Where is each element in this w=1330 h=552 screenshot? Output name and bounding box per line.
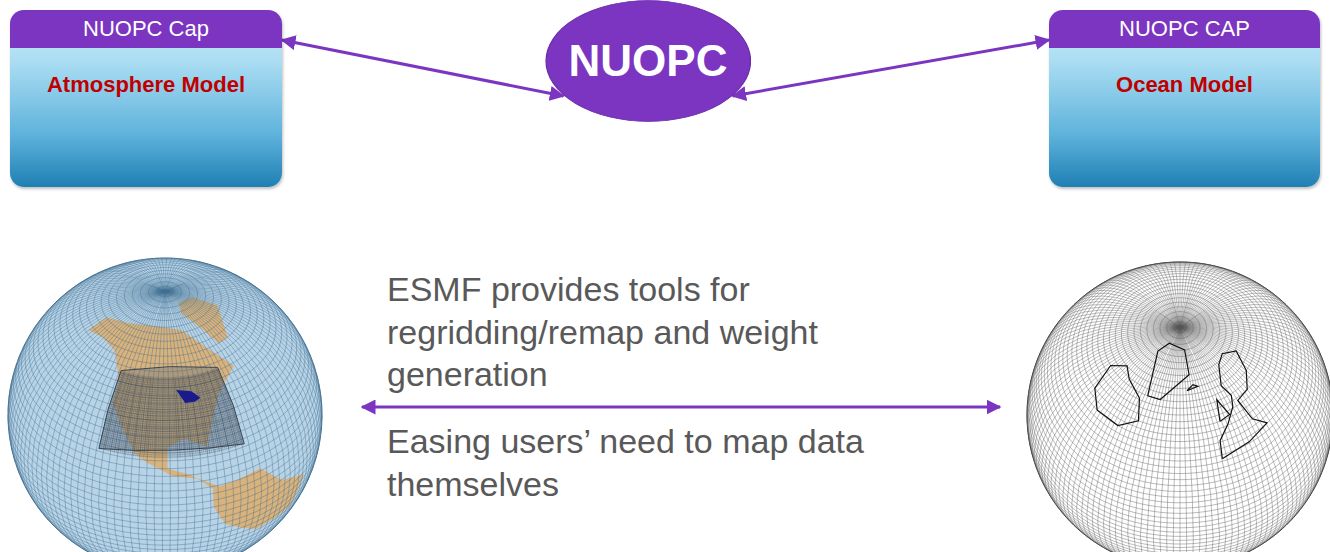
globe-sphere [8,258,322,552]
great-lakes [176,390,200,403]
coupler-ellipse: NUOPC [545,0,752,122]
model-cap-box: NUOPC CapAtmosphere Model [10,10,282,187]
nest-grid [99,368,244,459]
caption-note: ESMF provides tools for regridding/remap… [387,268,947,396]
cap-header: NUOPC CAP [1049,10,1320,48]
ellipse-shape [546,1,751,122]
coastline [1095,365,1140,425]
atmosphere-globe [8,258,322,552]
model-cap-box: NUOPC CAPOcean Model [1049,10,1320,187]
caption-note: Easing users’ need to map data themselve… [387,420,947,505]
globe-sphere [1027,262,1330,552]
coupling-arrow [733,40,1049,96]
globe-grid [1027,262,1330,552]
globe-grid [8,258,322,552]
cap-header: NUOPC Cap [10,10,282,48]
model-name: Ocean Model [1049,48,1320,98]
coastline [1148,343,1189,399]
regrid-arrow [362,406,1000,409]
model-name: Atmosphere Model [10,48,282,98]
coastline [1219,351,1267,459]
ocean-globe [1027,262,1330,552]
coastline [1217,400,1230,422]
coastline [1187,385,1198,391]
coupler-name: NUOPC [569,36,728,86]
coupling-arrow [282,40,563,96]
